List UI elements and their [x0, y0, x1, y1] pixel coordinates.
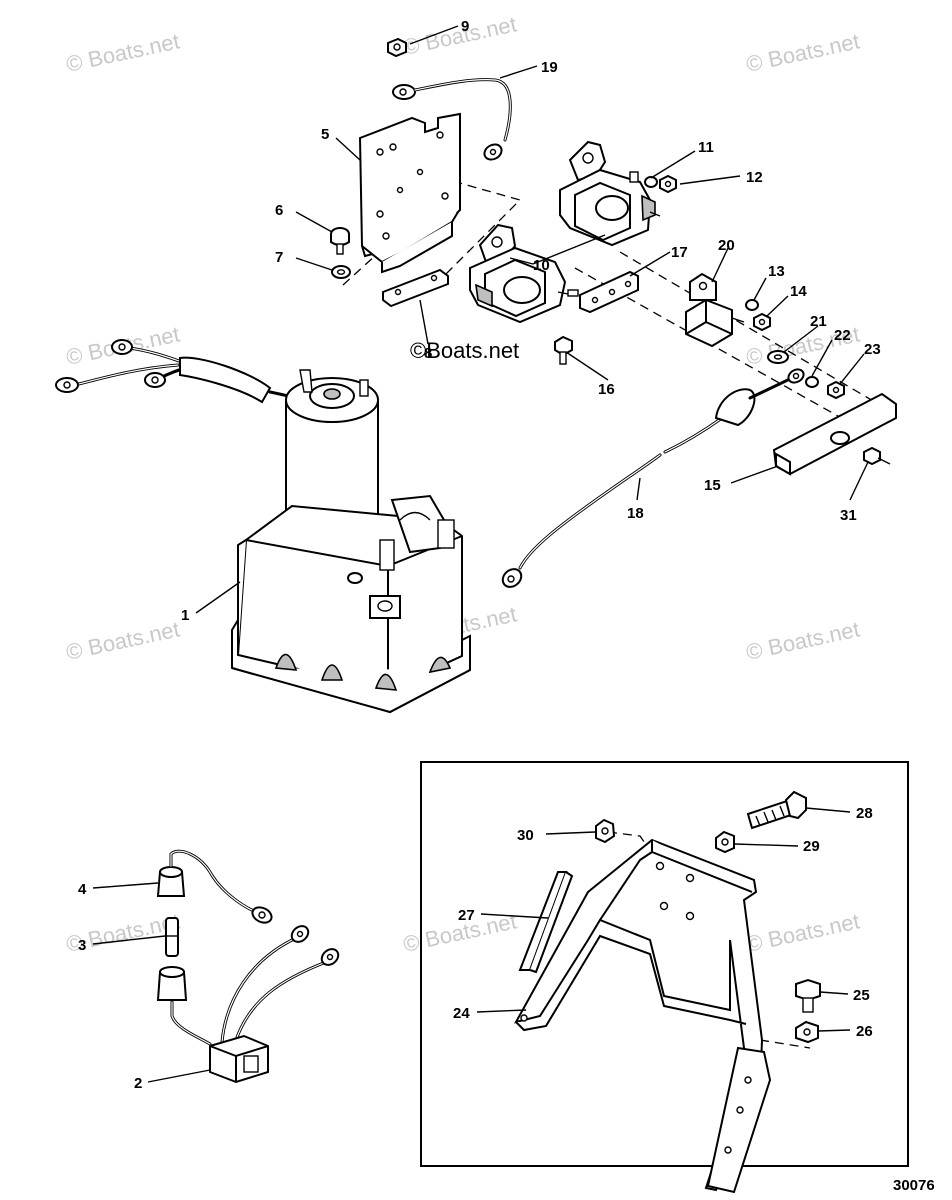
callout-15: 15	[704, 477, 721, 494]
watermark: © Boats.net	[744, 28, 862, 76]
callout-16: 16	[598, 381, 615, 398]
bracket-part-24	[514, 838, 772, 1194]
callout-21: 21	[810, 313, 827, 330]
nut-part-9	[387, 37, 407, 58]
bolt-part-25	[795, 978, 821, 1013]
callout-23: 23	[864, 341, 881, 358]
callout-8: 8	[424, 345, 432, 362]
callout-29: 29	[803, 838, 820, 855]
solenoid-lower-part-10	[469, 223, 579, 324]
leader-lines	[92, 25, 869, 1083]
callout-26: 26	[856, 1023, 873, 1040]
callout-5: 5	[321, 126, 329, 143]
callout-12: 12	[746, 169, 763, 186]
fuse-part-3	[165, 917, 179, 957]
callout-2: 2	[134, 1075, 142, 1092]
callout-27: 27	[458, 907, 475, 924]
callout-6: 6	[275, 202, 283, 219]
inset-frame	[420, 761, 909, 1167]
callout-31: 31	[840, 507, 857, 524]
watermark: © Boats.net	[401, 11, 519, 59]
nut-part-23	[827, 380, 845, 400]
callout-14: 14	[790, 283, 807, 300]
nut-part-12	[659, 174, 677, 194]
circuit-breaker-part-20	[685, 272, 745, 348]
washer-part-7	[331, 265, 351, 279]
lockwasher-part-22	[805, 376, 819, 388]
callout-3: 3	[78, 937, 86, 954]
washer-part-13	[745, 299, 759, 311]
figure-number: 30076	[893, 1177, 935, 1194]
callout-11: 11	[698, 139, 714, 156]
nut-part-30	[595, 818, 616, 844]
callout-10: 10	[533, 257, 550, 274]
callout-17: 17	[671, 244, 688, 261]
solenoid-upper-part-10	[559, 140, 661, 247]
callout-30: 30	[517, 827, 534, 844]
callout-9: 9	[461, 18, 469, 35]
callout-22: 22	[834, 327, 851, 344]
nut-part-26	[795, 1020, 819, 1044]
strip-part-27	[518, 871, 574, 974]
watermark-layer: © Boats.net © Boats.net © Boats.net © Bo…	[64, 11, 862, 956]
nut-part-29	[715, 830, 735, 854]
callout-18: 18	[627, 505, 644, 522]
watermark: © Boats.net	[64, 28, 182, 76]
ground-cable-part-19	[392, 78, 512, 161]
bolt-part-28	[746, 790, 807, 830]
callout-28: 28	[856, 805, 873, 822]
screw-part-16	[554, 335, 573, 365]
watermark: © Boats.net	[744, 908, 862, 956]
callout-20: 20	[718, 237, 735, 254]
callout-4: 4	[78, 881, 87, 898]
nut-part-14	[753, 312, 771, 332]
callout-7: 7	[275, 249, 283, 266]
lockwasher-part-11	[644, 176, 658, 188]
callout-labels: 9 19 5 6 7 8 11 12 10 17 20 13 14 21 22 …	[78, 18, 881, 1092]
screw-part-31	[863, 446, 891, 466]
callout-19: 19	[541, 59, 558, 76]
breaker-part-2	[156, 925, 340, 1084]
callout-13: 13	[768, 263, 785, 280]
callout-1: 1	[181, 607, 189, 624]
connector-part-4	[156, 849, 273, 924]
watermark: © Boats.net	[64, 616, 182, 664]
watermark-overlay: ©Boats.net	[410, 338, 519, 363]
cable-part-18	[501, 368, 805, 588]
watermark: © Boats.net	[744, 616, 862, 664]
plate-part-8	[382, 268, 449, 308]
callout-24: 24	[453, 1005, 470, 1022]
bracket-part-5	[358, 112, 461, 274]
pump-motor-part-1	[55, 339, 471, 714]
callout-25: 25	[853, 987, 870, 1004]
washer-part-21	[767, 350, 789, 364]
bus-bar-part-17	[579, 270, 639, 314]
screw-part-6	[330, 227, 350, 255]
